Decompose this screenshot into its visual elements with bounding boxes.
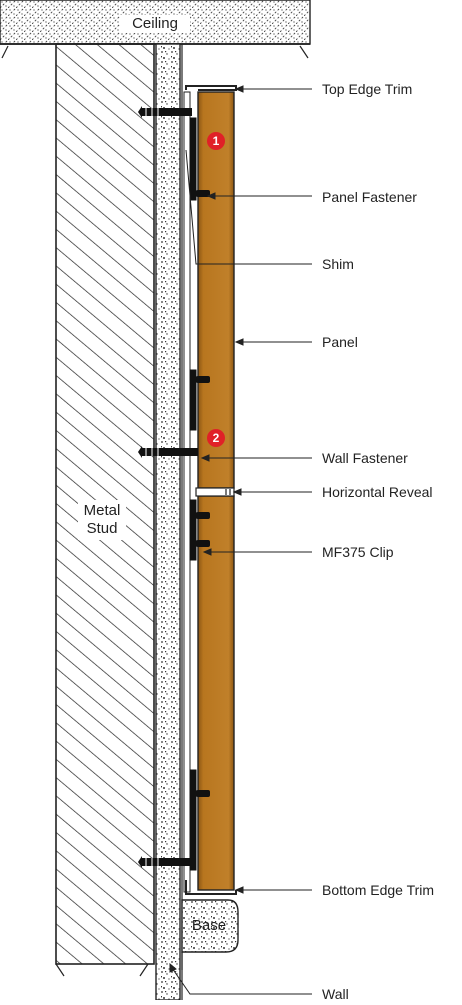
callout-wall: Wall xyxy=(322,986,349,1002)
base-label: Base xyxy=(191,917,227,934)
wall-fasteners xyxy=(138,106,198,868)
upper-panel xyxy=(197,91,235,489)
marker-2: 2 xyxy=(207,429,225,447)
callout-horizontal-reveal: Horizontal Reveal xyxy=(322,484,433,500)
horizontal-reveal xyxy=(195,487,235,497)
stud-label-line1: Metal xyxy=(83,502,121,519)
lower-panel xyxy=(197,495,235,891)
shim xyxy=(183,91,191,893)
marker-1: 1 xyxy=(207,132,225,150)
callout-mf375-clip: MF375 Clip xyxy=(322,544,394,560)
leader-lines xyxy=(169,85,312,995)
base xyxy=(181,899,239,970)
panel-fasteners xyxy=(196,190,210,797)
bottom-edge-trim xyxy=(185,880,237,895)
wall-board xyxy=(155,43,183,1001)
callout-wall-fastener: Wall Fastener xyxy=(322,450,408,466)
callout-panel: Panel xyxy=(322,334,358,350)
ceiling-label: Ceiling xyxy=(120,15,190,33)
stud-label-line2: Stud xyxy=(86,520,118,537)
stud-label: Metal Stud xyxy=(78,500,126,540)
callout-bottom-edge-trim: Bottom Edge Trim xyxy=(322,882,435,898)
svg-text:2: 2 xyxy=(213,431,220,445)
top-edge-trim xyxy=(185,85,237,91)
svg-text:1: 1 xyxy=(213,134,220,148)
callout-panel-fastener: Panel Fastener xyxy=(322,189,417,205)
callout-top-edge-trim: Top Edge Trim xyxy=(322,81,413,97)
callout-shim: Shim xyxy=(322,256,354,272)
mf375-clips xyxy=(189,117,197,871)
